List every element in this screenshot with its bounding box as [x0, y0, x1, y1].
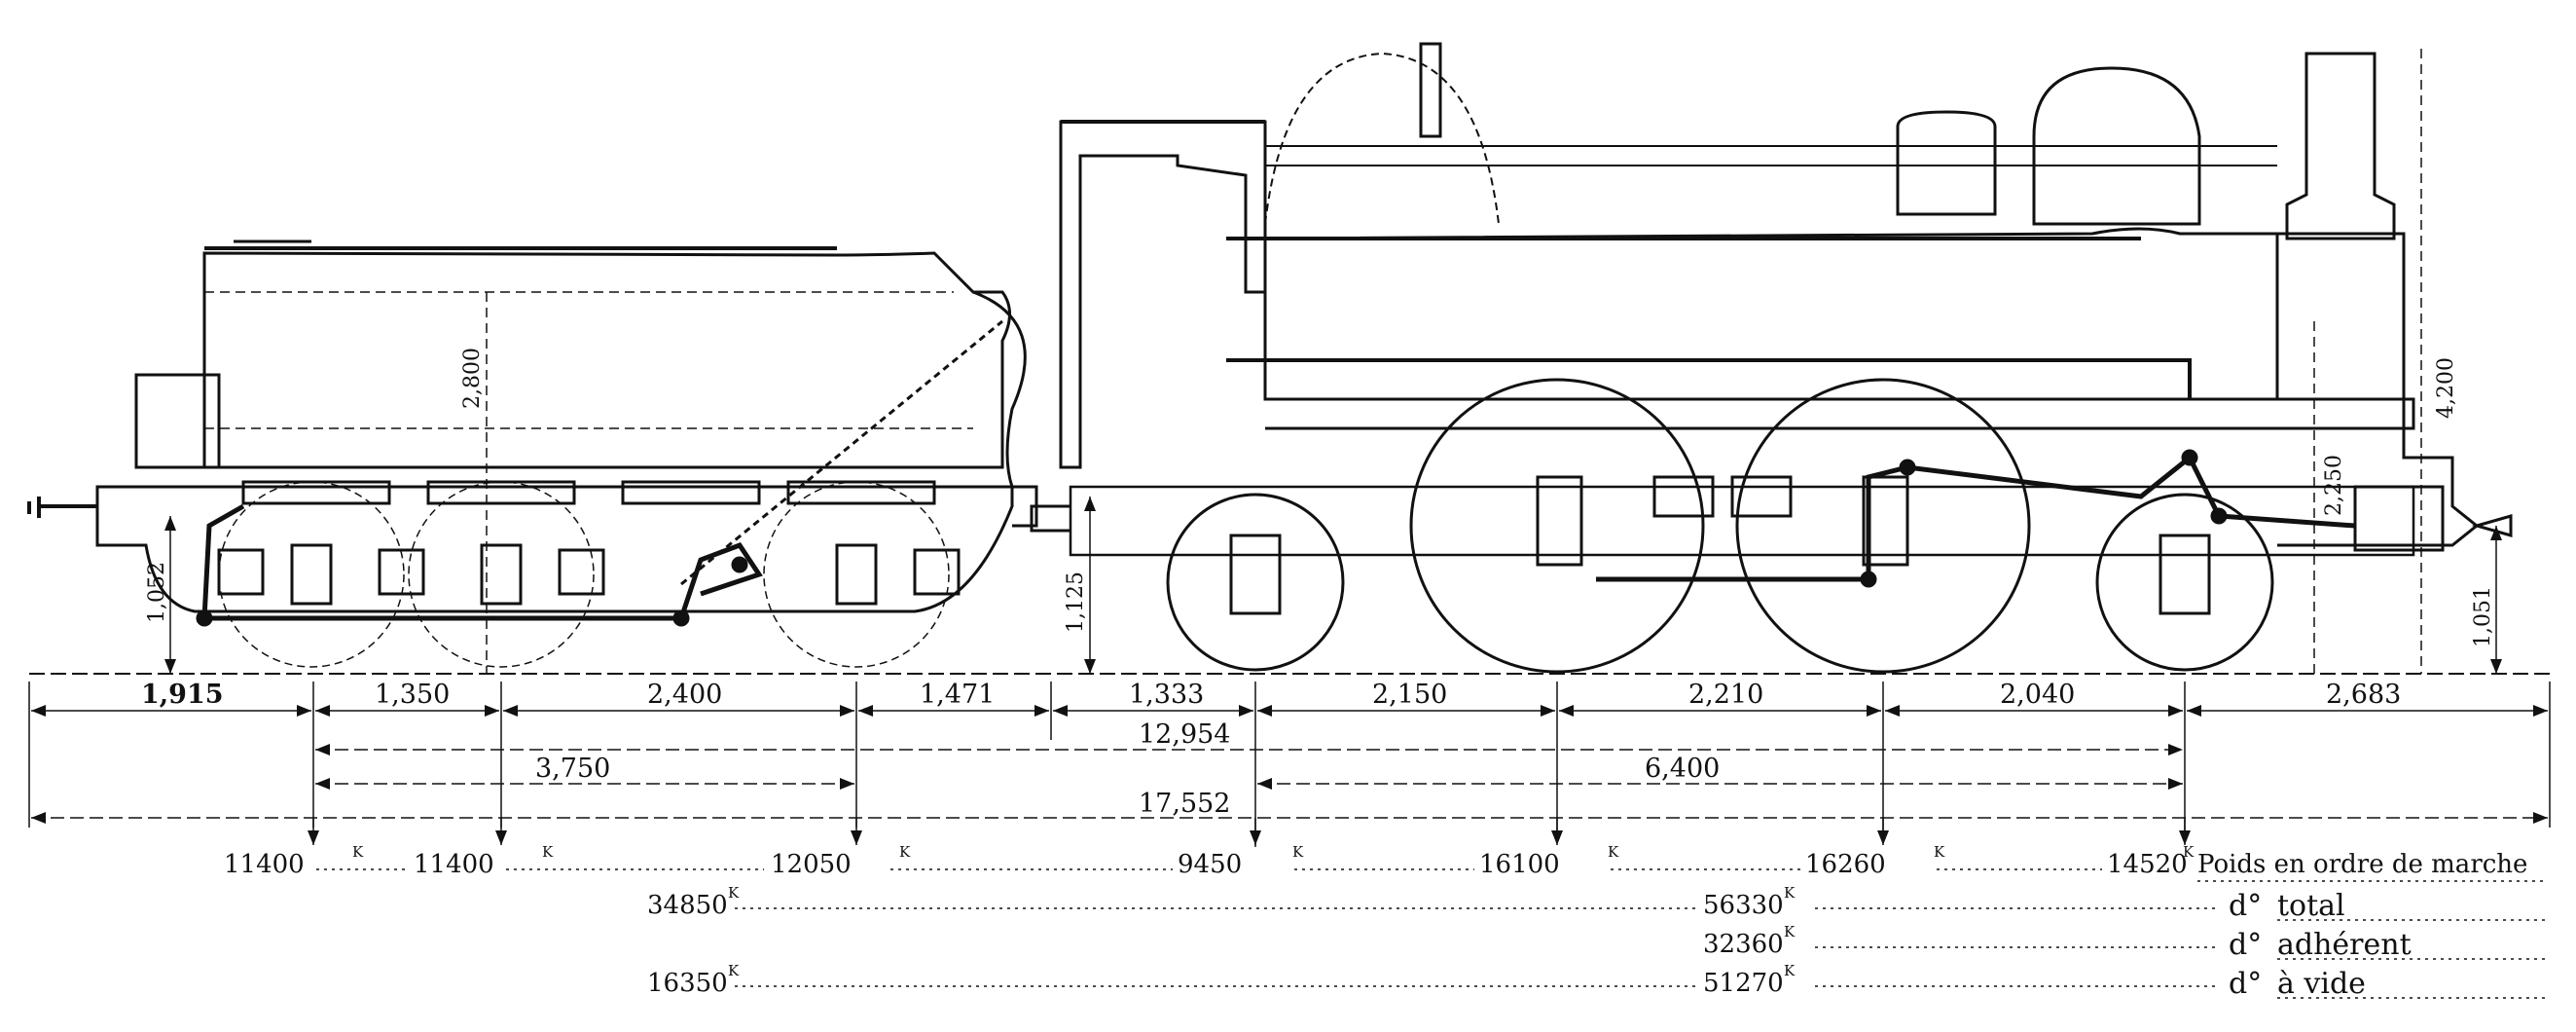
- axle-load-1: 11400: [224, 850, 305, 879]
- unit-vide-loco: K: [1784, 962, 1796, 979]
- dim-loco-axle-1: 2,150: [1372, 680, 1447, 710]
- axle-load-5: 16100: [1479, 850, 1560, 879]
- unit-3: K: [899, 843, 911, 861]
- label-marche: Poids en ordre de marche: [2197, 850, 2527, 879]
- tender-wheel-1: [218, 481, 405, 668]
- unit-total-loco: K: [1784, 884, 1796, 902]
- loco-wheel-driver-2: [1735, 378, 2031, 674]
- dim-overall-length: 17,552: [1139, 789, 1230, 819]
- loco-height-label: 4,200: [2434, 357, 2458, 419]
- weight-rows: 34850 56330 d° total 32360 d° adhérent 1…: [647, 889, 2412, 1001]
- dim-tender-to-loco: 1,471: [920, 680, 995, 710]
- boiler-axis-label: 2,250: [2322, 455, 2346, 516]
- dim-tender-axle-1: 1,350: [375, 680, 450, 710]
- weight-leaders: [316, 868, 2545, 999]
- dim-loco-axle-3: 2,040: [2000, 680, 2075, 710]
- total-loco: 56330: [1703, 891, 1784, 920]
- dim-wheelbase-total: 12,954: [1139, 719, 1230, 750]
- axle-load-3: 12050: [771, 850, 852, 879]
- smokebox: [2277, 232, 2480, 547]
- drawbar-height-label: 1,125: [1064, 571, 1088, 633]
- buffer-height-front-label: 1,051: [2471, 586, 2495, 647]
- loco-wheel-trailing: [2095, 493, 2274, 672]
- boiler: [1263, 227, 2279, 401]
- unit-total-tender: K: [728, 884, 740, 902]
- dim-overhang-rear: 1,915: [141, 680, 224, 710]
- unit-1: K: [352, 843, 364, 861]
- adherent-loco: 32360: [1703, 930, 1784, 959]
- buffer-height-rear-label: 1,052: [145, 562, 169, 623]
- chimney: [2285, 52, 2396, 240]
- ditto-adherent: d°: [2229, 928, 2262, 962]
- dim-loco-wheelbase: 6,400: [1645, 754, 1720, 784]
- horizontal-dimensions: [28, 682, 2551, 847]
- axle-load-6: 16260: [1805, 850, 1886, 879]
- label-total: total: [2277, 889, 2345, 923]
- axle-load-4: 9450: [1178, 850, 1242, 879]
- tender-frame: [95, 485, 1014, 613]
- unit-2: K: [542, 843, 554, 861]
- weight-units: K K K K K K K K K K K K: [352, 843, 2195, 979]
- dim-tender-axle-2: 2,400: [647, 680, 722, 710]
- label-vide: à vide: [2277, 967, 2366, 1001]
- total-tender: 34850: [647, 891, 728, 920]
- loco-wheel-leading: [1166, 493, 1345, 672]
- axle-load-7: 14520: [2107, 850, 2188, 879]
- unit-5: K: [1608, 843, 1619, 861]
- vide-loco: 51270: [1703, 969, 1784, 998]
- unit-adherent-loco: K: [1784, 923, 1796, 940]
- dim-loco-axle-2: 2,210: [1688, 680, 1763, 710]
- cab: [1059, 120, 1267, 469]
- loco-wheel-driver-1: [1409, 378, 1705, 674]
- tender: [27, 240, 1038, 668]
- ditto-total: d°: [2229, 889, 2262, 923]
- unit-4: K: [1292, 843, 1304, 861]
- locomotive: [1030, 42, 2513, 674]
- ditto-vide: d°: [2229, 967, 2262, 1001]
- steam-dome: [1896, 110, 1997, 216]
- tender-toolbox: [134, 373, 221, 469]
- vertical-dimensions: [164, 49, 2502, 674]
- axle-loads: 11400 11400 12050 9450 16100 16260 14520…: [224, 850, 2527, 879]
- dim-overhang-front: 2,683: [2326, 680, 2401, 710]
- tender-tank: [202, 251, 1011, 469]
- vide-tender: 16350: [647, 969, 728, 998]
- axle-load-2: 11400: [414, 850, 494, 879]
- sand-dome: [2032, 66, 2201, 226]
- loco-frame: [1069, 485, 2415, 557]
- dome-front: [1264, 52, 1500, 225]
- dim-loco-rear: 1,333: [1129, 680, 1204, 710]
- unit-6: K: [1934, 843, 1945, 861]
- dim-tender-wheelbase: 3,750: [535, 754, 610, 784]
- whistle: [1419, 42, 1442, 138]
- unit-7: K: [2183, 843, 2195, 861]
- tender-wheel-2: [408, 481, 595, 668]
- label-adherent: adhérent: [2277, 928, 2412, 962]
- tender-wheel-3: [763, 481, 950, 668]
- unit-vide-tender: K: [728, 962, 740, 979]
- tender-height-label: 2,800: [460, 348, 485, 409]
